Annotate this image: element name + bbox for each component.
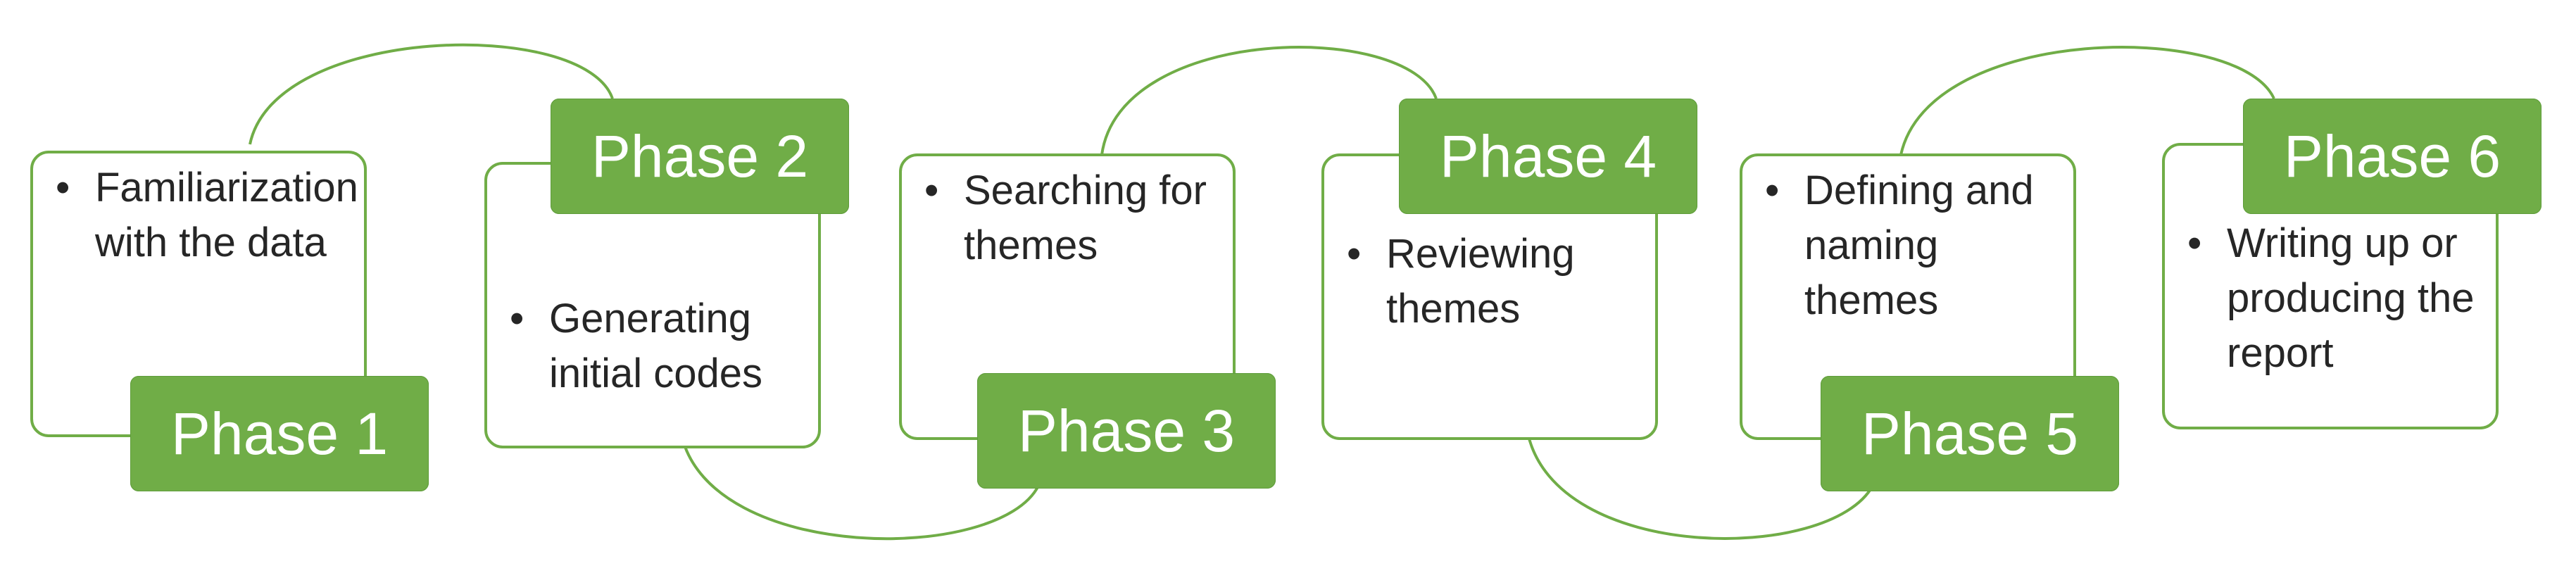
connector-arc-4-5 — [1526, 432, 1874, 540]
phase-6-label: Phase 6 — [2243, 99, 2542, 214]
phase-1-step-text: Familiarization with the data — [54, 161, 358, 270]
phase-4-step-text: Reviewing themes — [1345, 227, 1644, 336]
phase-1-bullet-list: Familiarization with the data — [33, 161, 364, 270]
phase-1-card: Familiarization with the data — [30, 151, 367, 437]
connector-arc-3-4 — [1100, 46, 1438, 156]
connector-arc-2-3 — [680, 434, 1040, 541]
phase-5-step-text: Defining and naming themes — [1764, 163, 2062, 328]
phase-1-label: Phase 1 — [130, 376, 429, 491]
phase-4-bullet-list: Reviewing themes — [1324, 227, 1655, 336]
phase-5-label: Phase 5 — [1821, 376, 2119, 491]
phase-3-step-text: Searching for themes — [923, 163, 1221, 273]
connector-arc-5-6 — [1899, 46, 2275, 156]
phase-2-label: Phase 2 — [551, 99, 849, 214]
phase-5-bullet-list: Defining and naming themes — [1742, 163, 2073, 328]
connector-arc-1-2 — [249, 43, 614, 145]
phase-2-step-text: Generating initial codes — [508, 291, 807, 401]
phase-3-bullet-list: Searching for themes — [902, 163, 1233, 273]
phase-4-label: Phase 4 — [1399, 99, 1697, 214]
phase-3-label: Phase 3 — [977, 373, 1276, 489]
phase-6-bullet-list: Writing up or producing the report — [2165, 216, 2496, 381]
phase-2-bullet-list: Generating initial codes — [487, 291, 818, 401]
phase-6-step-text: Writing up or producing the report — [2186, 216, 2484, 381]
